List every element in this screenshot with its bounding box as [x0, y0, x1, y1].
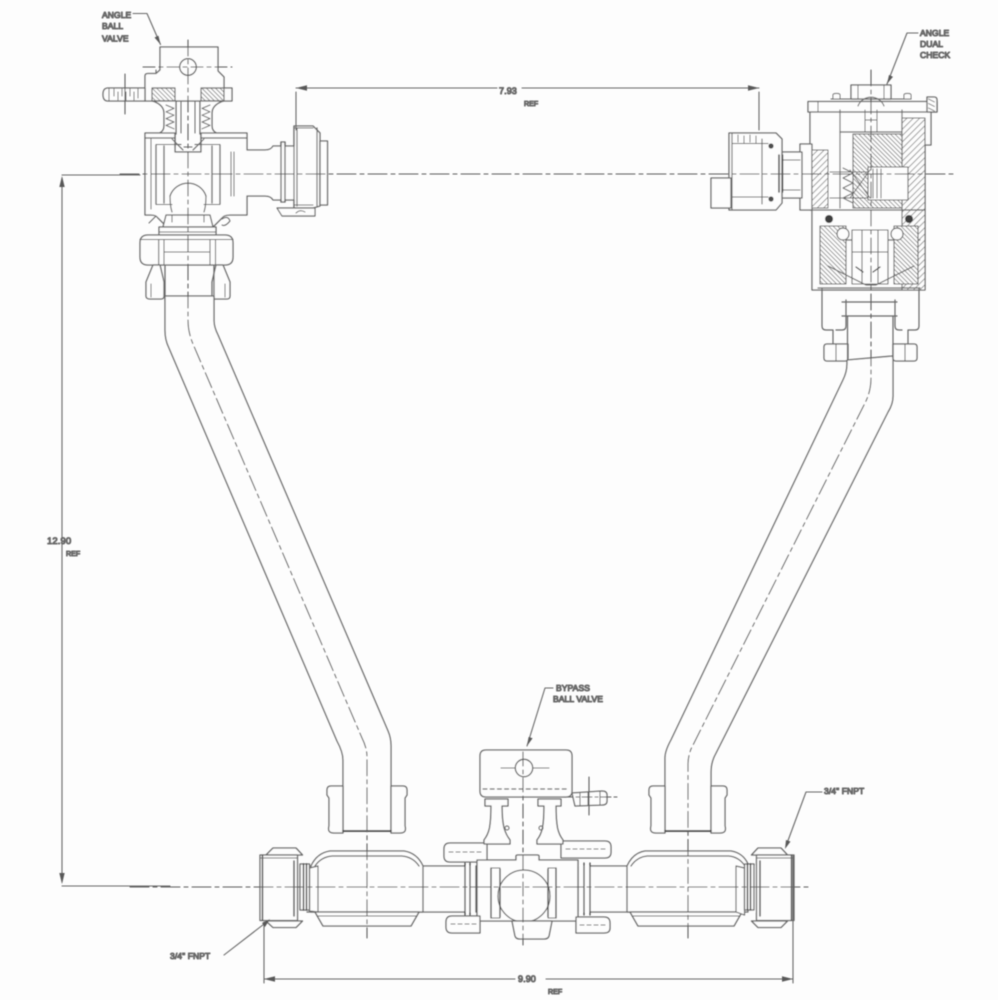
svg-text:3/4" FNPT: 3/4" FNPT — [824, 786, 864, 796]
svg-text:ANGLE: ANGLE — [920, 28, 950, 38]
svg-text:3/4" FNPT: 3/4" FNPT — [170, 951, 210, 961]
svg-text:VALVE: VALVE — [102, 34, 129, 44]
svg-text:BALL: BALL — [102, 21, 123, 31]
svg-text:12.90: 12.90 — [47, 536, 71, 547]
svg-text:REF: REF — [66, 551, 80, 558]
svg-text:CHECK: CHECK — [920, 50, 950, 60]
svg-text:REF: REF — [548, 989, 562, 996]
svg-text:DUAL: DUAL — [920, 39, 943, 49]
svg-text:7.93: 7.93 — [499, 86, 517, 96]
svg-text:ANGLE: ANGLE — [102, 10, 132, 20]
svg-text:REF: REF — [524, 101, 538, 108]
svg-text:BYPASS: BYPASS — [556, 683, 590, 693]
svg-text:BALL VALVE: BALL VALVE — [553, 694, 603, 704]
svg-text:9.90: 9.90 — [518, 974, 536, 984]
